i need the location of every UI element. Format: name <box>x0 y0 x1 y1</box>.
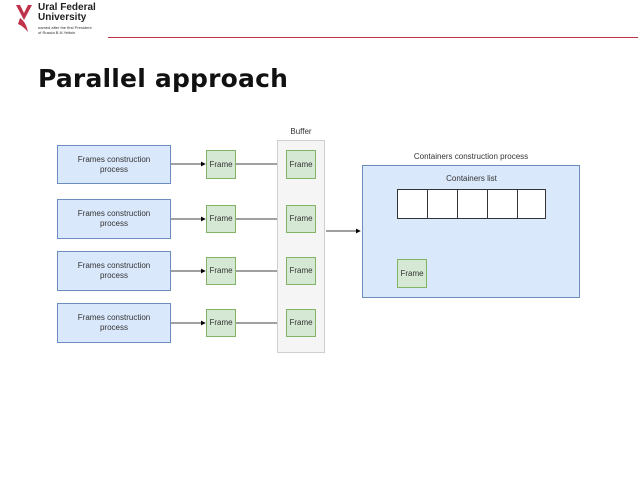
header-divider <box>108 37 638 38</box>
university-name: Ural Federal University <box>38 3 96 23</box>
containers-process-label: Containers construction process <box>413 152 529 161</box>
buffer-frame-1: Frame <box>286 150 316 179</box>
university-logo-icon <box>16 5 32 32</box>
university-name-line2: University <box>38 12 87 23</box>
university-name-line1: Ural Federal <box>38 2 96 13</box>
slide-header: Ural Federal University named after the … <box>0 0 638 44</box>
container-cell-4 <box>487 189 518 219</box>
containers-list-label: Containers list <box>446 174 497 183</box>
frame-2: Frame <box>206 205 236 233</box>
containers-frame: Frame <box>397 259 427 288</box>
process-label-line1: Frames construction <box>77 154 151 164</box>
process-label-line1: Frames construction <box>77 313 151 322</box>
university-subtitle: named after the first President of Russi… <box>38 25 108 35</box>
containers-construction-process <box>362 165 580 298</box>
slide-title: Parallel approach <box>38 64 289 93</box>
buffer-frame-3: Frame <box>286 257 316 285</box>
process-label-line2: process <box>99 219 128 228</box>
university-subtitle-line1: named after the first President <box>38 25 92 30</box>
process-label-line1: Frames construction <box>77 261 151 270</box>
frame-1: Frame <box>206 150 236 179</box>
buffer-frame-4: Frame <box>286 309 316 337</box>
process-label-line2: process <box>99 271 128 280</box>
university-subtitle-line2: of Russia B.N.Yeltsin <box>38 30 76 35</box>
container-cell-3 <box>457 189 488 219</box>
process-label-line2: process <box>99 323 128 332</box>
frame-3: Frame <box>206 257 236 285</box>
container-cell-1 <box>397 189 428 219</box>
buffer-label: Buffer <box>290 127 312 136</box>
container-cell-5 <box>517 189 546 219</box>
process-label-line1: Frames construction <box>77 209 151 218</box>
buffer-frame-2: Frame <box>286 205 316 233</box>
process-label-line2: process <box>99 164 128 174</box>
container-cell-2 <box>427 189 458 219</box>
frame-4: Frame <box>206 309 236 337</box>
